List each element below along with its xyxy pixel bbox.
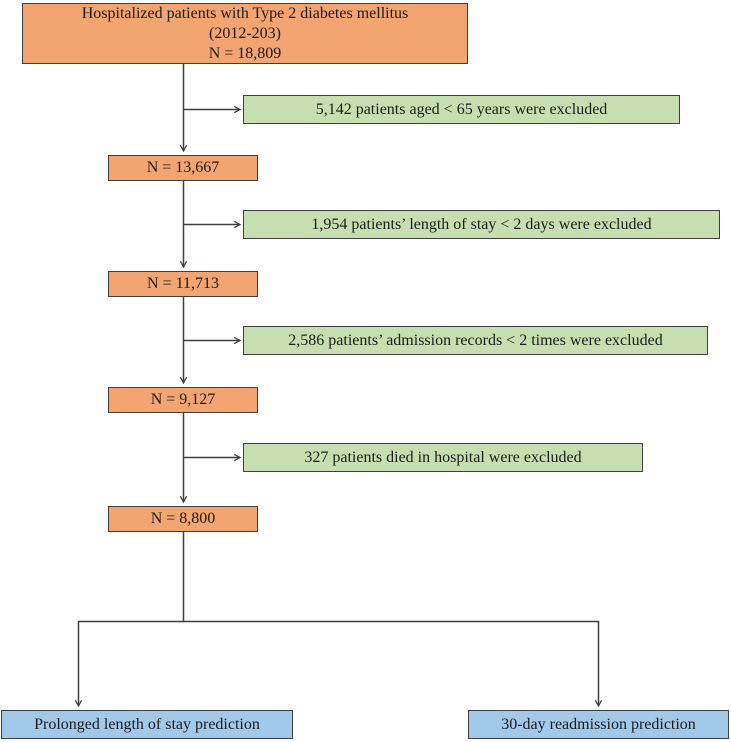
exclusion-box-admission-records: 2,586 patients’ admission records < 2 ti… <box>243 326 708 355</box>
outcome-box-length-of-stay: Prolonged length of stay prediction <box>1 710 293 739</box>
outcome-box-readmission: 30-day readmission prediction <box>468 710 729 739</box>
initial-cohort-line2: (2012-203) <box>209 24 281 42</box>
exclusion-box-died: 327 patients died in hospital were exclu… <box>243 443 643 472</box>
exclusion-box-age: 5,142 patients aged < 65 years were excl… <box>243 95 680 124</box>
cohort-box-n3: N = 9,127 <box>108 387 258 413</box>
exclusion-box-length-of-stay: 1,954 patients’ length of stay < 2 days … <box>243 210 720 239</box>
initial-cohort-line3: N = 18,809 <box>208 44 282 62</box>
initial-cohort-line1: Hospitalized patients with Type 2 diabet… <box>81 4 409 22</box>
initial-cohort-box: Hospitalized patients with Type 2 diabet… <box>22 3 468 64</box>
cohort-box-n1: N = 13,667 <box>108 155 258 181</box>
cohort-box-n4: N = 8,800 <box>108 506 258 532</box>
cohort-box-n2: N = 11,713 <box>108 271 258 297</box>
